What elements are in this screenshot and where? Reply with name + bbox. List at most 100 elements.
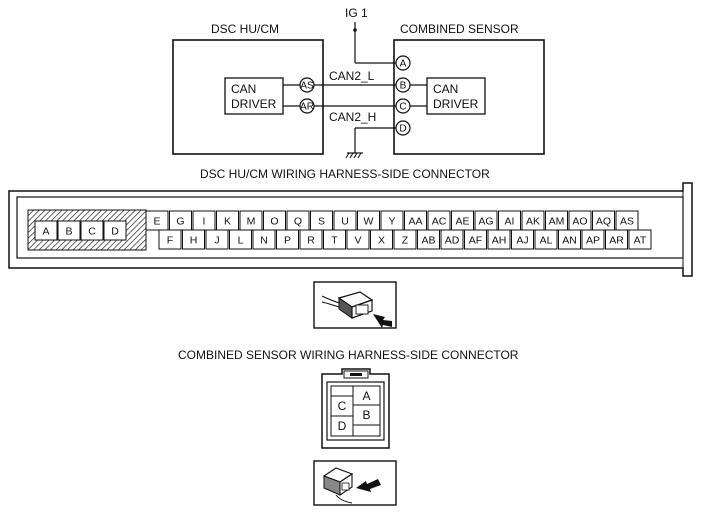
dsc-pin-an-label: AN [562,235,577,247]
dsc-pin-ap: AP [581,229,605,250]
dsc-pin-z: Z [393,229,417,250]
dsc-pin-d: D [103,220,127,241]
dsc-pin-s-label: S [318,216,325,228]
dsc-pin-ae: AE [451,210,474,231]
dsc-pin-u: U [333,210,357,231]
dsc-pin-y: Y [380,210,404,231]
dsc-pin-ao-label: AO [572,216,587,228]
dsc-pin-r-label: R [307,235,315,247]
dsc-pin-t: T [323,229,346,250]
dsc-pin-y-label: Y [388,216,395,228]
dsc-pin-ab: AB [417,229,440,250]
dsc-pin-d-label: D [111,226,119,238]
sensor-pin-b-text: B [362,408,370,422]
dsc-pin-o-label: O [270,216,278,228]
dsc-pin-k: K [216,210,239,231]
dsc-pin-r: R [299,229,323,250]
dsc-title: DSC HU/CM [211,22,279,36]
dsc-pin-ad-label: AD [445,235,460,247]
dsc-pin-c-label: C [88,226,96,238]
dsc-pin-ai: AI [498,210,521,231]
dsc-pin-aq: AQ [592,210,615,231]
dsc-pin-h: H [182,229,205,250]
dsc-pin-c: C [80,220,104,241]
dsc-pin-p-label: P [284,235,291,247]
dsc-pin-q-label: Q [294,216,302,228]
dsc-pin-e-label: E [153,216,160,228]
pin-c-label: C [399,102,406,113]
dsc-connector-view-icon [313,281,397,329]
dsc-pin-j: J [205,229,229,250]
dsc-pin-as-label: AS [620,216,634,228]
dsc-pin-v-label: V [354,235,361,247]
dsc-pin-f: F [158,229,182,250]
can-wires: CAN2_L CAN2_H [314,69,396,124]
dsc-pin-n: N [252,229,276,250]
sensor-driver-line2: DRIVER [433,97,479,111]
dsc-pin-ak: AK [521,210,545,231]
sensor-connector-title: COMBINED SENSOR WIRING HARNESS-SIDE CONN… [178,348,519,362]
dsc-pin-m-label: M [247,216,256,228]
dsc-pin-t-label: T [331,235,338,247]
wire-label-can2-l: CAN2_L [329,69,375,83]
ground-symbol [345,127,396,159]
dsc-pin-l: L [229,229,252,250]
dsc-pin-u-label: U [341,216,349,228]
pin-ar-label: AR [300,102,314,113]
pin-a-label: A [400,59,407,70]
dsc-pin-x-label: X [378,235,385,247]
sensor-title: COMBINED SENSOR [400,22,519,36]
dsc-pin-aa: AA [404,210,427,231]
dsc-pin-al-label: AL [540,235,553,247]
dsc-pin-ab-label: AB [421,235,435,247]
dsc-driver-line2: DRIVER [231,97,277,111]
dsc-pin-ap-label: AP [586,235,600,247]
dsc-pin-p: P [276,229,299,250]
sensor-connector: A B C D [321,368,390,449]
dsc-pin-g: G [169,210,192,231]
sensor-pin-c-text: C [338,399,347,413]
dsc-pin-h-label: H [190,235,198,247]
dsc-pin-ae-label: AE [455,216,469,228]
dsc-pin-e: E [145,210,169,231]
dsc-pin-z-label: Z [402,235,409,247]
ig1-label: IG 1 [345,6,368,20]
dsc-pin-w-label: W [364,216,374,228]
sensor-can-driver-box [426,77,486,115]
dsc-pin-ag-label: AG [478,216,493,228]
dsc-pin-s: S [310,210,333,231]
dsc-pin-af: AF [464,229,487,250]
dsc-pin-at-label: AT [634,235,647,247]
dsc-pin-a: A [34,220,58,241]
ig1-feed: IG 1 [345,6,396,64]
dsc-pin-am-label: AM [549,216,565,228]
dsc-can-driver-box [224,77,284,115]
dsc-pin-aq-label: AQ [596,216,611,228]
dsc-pin-aj-label: AJ [516,235,528,247]
dsc-pin-m: M [239,210,263,231]
dsc-pin-aj: AJ [511,229,534,250]
combined-sensor-box: COMBINED SENSOR CAN DRIVER A B C D [393,22,545,155]
dsc-pin-i: I [192,210,216,231]
dsc-pin-v: V [346,229,370,250]
dsc-driver-line1: CAN [231,82,256,96]
dsc-pin-ao: AO [568,210,592,231]
dsc-pin-ai-label: AI [505,216,515,228]
dsc-pin-al: AL [534,229,558,250]
dsc-pin-ac: AC [427,210,451,231]
dsc-pin-x: X [370,229,393,250]
dsc-hu-cm-box: DSC HU/CM CAN DRIVER AS AR [172,22,324,155]
sensor-pin-d-text: D [338,419,347,433]
dsc-pin-an: AN [558,229,581,250]
dsc-pin-b-label: B [65,226,72,238]
dsc-pin-ar: AR [605,229,628,250]
wire-label-can2-h: CAN2_H [329,110,376,124]
dsc-pin-ah-label: AH [492,235,507,247]
dsc-pin-w: W [357,210,380,231]
dsc-pin-ag: AG [474,210,498,231]
dsc-pin-af-label: AF [469,235,482,247]
dsc-pin-g-label: G [176,216,184,228]
dsc-pin-ar-label: AR [609,235,624,247]
